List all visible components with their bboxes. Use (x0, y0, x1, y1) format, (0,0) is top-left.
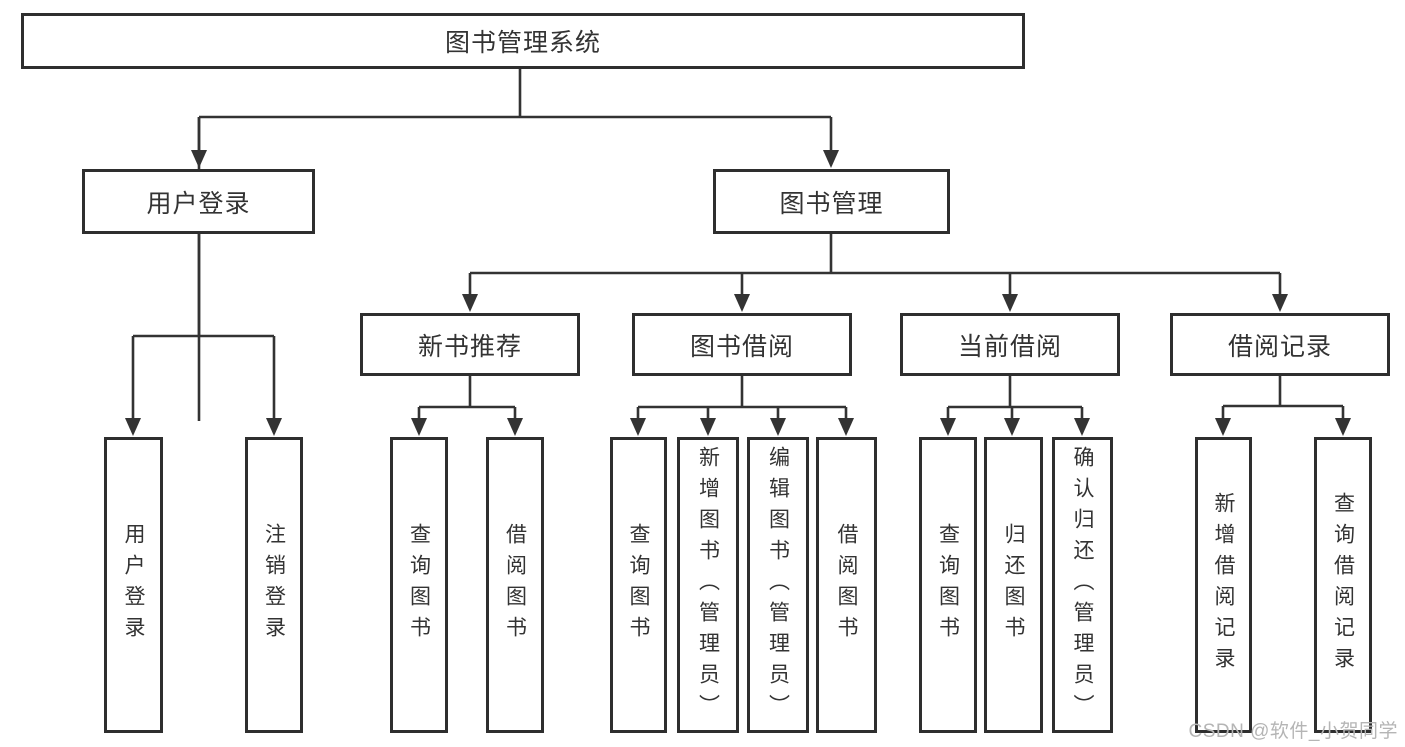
node-user-login: 用户登录 (82, 169, 315, 234)
wire-records-children (1221, 376, 1345, 421)
leaf-add-book-admin: 新增图书（管理员） (677, 437, 739, 733)
wire-book-management-children (468, 234, 1282, 297)
wire-recommendation-children (417, 376, 517, 421)
node-borrowing-records-label: 借阅记录 (1227, 332, 1332, 361)
leaf-user-login-label: 用户登录 (122, 523, 145, 647)
leaf-query-books-under-recommendation-label: 查询图书 (407, 523, 431, 647)
leaf-query-borrowing-record: 查询借阅记录 (1314, 437, 1372, 733)
leaf-borrow-books-under-recommendation: 借阅图书 (486, 437, 544, 733)
leaf-query-borrowing-record-label: 查询借阅记录 (1331, 492, 1355, 678)
leaf-confirm-return-admin-label: 确认归还（管理员） (1071, 445, 1094, 725)
wire-current-children (946, 376, 1084, 421)
leaf-query-books-under-recommendation: 查询图书 (390, 437, 448, 733)
leaf-query-books-under-current-label: 查询图书 (936, 523, 960, 647)
leaf-query-books-under-borrowing: 查询图书 (610, 437, 667, 733)
wire-user-login-children (131, 233, 276, 421)
leaf-return-books: 归还图书 (984, 437, 1043, 733)
leaf-user-login: 用户登录 (104, 437, 163, 733)
node-current-borrowing: 当前借阅 (900, 313, 1120, 376)
leaf-edit-book-admin: 编辑图书（管理员） (747, 437, 809, 733)
wire-borrowing-children (636, 376, 848, 421)
leaf-add-borrowing-record: 新增借阅记录 (1195, 437, 1252, 733)
leaf-borrow-books-under-borrowing: 借阅图书 (816, 437, 877, 733)
node-root-label: 图书管理系统 (444, 29, 601, 57)
node-root: 图书管理系统 (21, 13, 1025, 69)
node-borrowing-records: 借阅记录 (1170, 313, 1390, 376)
node-current-borrowing-label: 当前借阅 (957, 332, 1062, 361)
leaf-confirm-return-admin: 确认归还（管理员） (1052, 437, 1113, 733)
node-book-borrowing-label: 图书借阅 (689, 332, 794, 361)
node-new-book-recommendation-label: 新书推荐 (417, 332, 522, 361)
leaf-edit-book-admin-label: 编辑图书（管理员） (766, 445, 790, 725)
node-user-login-label: 用户登录 (146, 189, 251, 218)
leaf-logout: 注销登录 (245, 437, 303, 733)
leaf-query-books-under-borrowing-label: 查询图书 (627, 523, 650, 647)
watermark: CSDN @软件_小贺同学 (1188, 721, 1398, 742)
node-book-management-label: 图书管理 (779, 189, 884, 218)
leaf-logout-label: 注销登录 (262, 523, 286, 647)
node-book-management: 图书管理 (713, 169, 950, 234)
leaf-add-book-admin-label: 新增图书（管理员） (696, 445, 720, 725)
leaf-query-books-under-current: 查询图书 (919, 437, 977, 733)
leaf-add-borrowing-record-label: 新增借阅记录 (1212, 492, 1235, 678)
node-book-borrowing: 图书借阅 (632, 313, 852, 376)
leaf-borrow-books-under-recommendation-label: 借阅图书 (503, 523, 527, 647)
leaf-borrow-books-under-borrowing-label: 借阅图书 (835, 523, 858, 647)
leaf-return-books-label: 归还图书 (1002, 523, 1025, 647)
node-new-book-recommendation: 新书推荐 (360, 313, 580, 376)
arrowheads (125, 150, 1351, 436)
wire-root-to-level2 (197, 69, 833, 421)
